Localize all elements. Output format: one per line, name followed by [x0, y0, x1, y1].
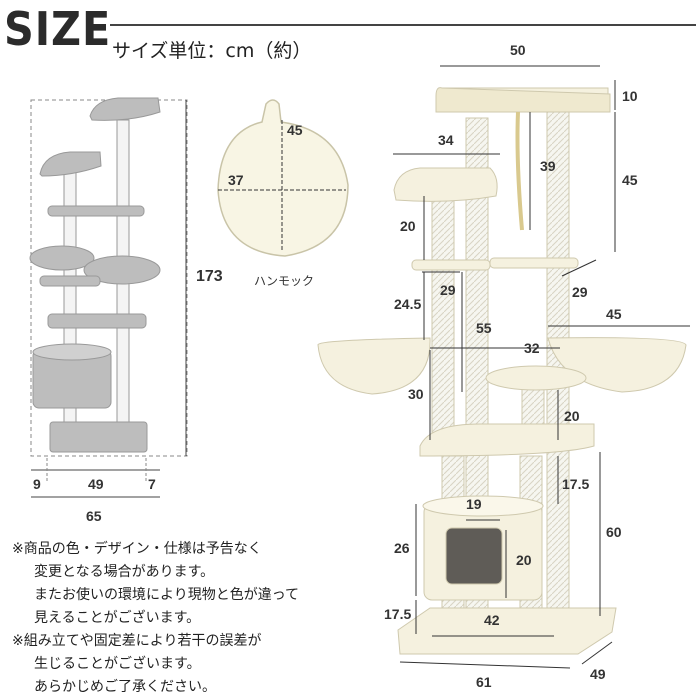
dim-post-24-5: 24.5 [394, 296, 422, 312]
unit-caption: サイズ単位：cm（約） [112, 40, 312, 62]
left-seg-right-label: 7 [148, 476, 156, 492]
dim-base-42: 42 [484, 612, 500, 628]
hammock-depth-label: 45 [287, 122, 303, 138]
note-line: ※商品の色・デザイン・仕様は予告なく [12, 541, 262, 557]
dim-top-width: 50 [510, 42, 526, 58]
dim-post-20a: 20 [400, 218, 416, 234]
dim-house-20: 20 [516, 552, 532, 568]
left-height-label: 173 [196, 268, 223, 285]
dimension-lines [393, 65, 690, 669]
dim-hammock-45: 45 [606, 306, 622, 322]
dim-base-49: 49 [590, 666, 606, 682]
left-seg-left-label: 9 [33, 476, 41, 492]
dim-top-height: 10 [622, 88, 638, 104]
note-line: 見えることがございます。 [34, 610, 201, 626]
page-title: SIZE [4, 2, 112, 56]
dim-post-55: 55 [476, 320, 492, 336]
dim-post-17-5a: 17.5 [562, 476, 590, 492]
dim-post-39: 39 [540, 158, 556, 174]
left-total-width-label: 65 [86, 508, 102, 524]
note-line: 生じることがございます。 [34, 656, 201, 672]
hammock-caption: ハンモック [254, 274, 315, 288]
hammock-width-label: 37 [228, 172, 244, 188]
dim-perch-29b: 29 [572, 284, 588, 300]
dim-perch-width: 34 [438, 132, 454, 148]
dim-post-20b: 20 [564, 408, 580, 424]
beige-cat-tree [317, 87, 687, 655]
dim-house-19: 19 [466, 496, 482, 512]
note-line: 変更となる場合があります。 [34, 564, 215, 580]
left-seg-mid-label: 49 [88, 476, 104, 492]
dim-height-60: 60 [606, 524, 622, 540]
hammock-drawing [217, 99, 349, 257]
dim-perch-29a: 29 [440, 282, 456, 298]
header-rule [110, 24, 696, 26]
dim-upper-height: 45 [622, 172, 638, 188]
note-line: またお使いの環境により現物と色が違って [34, 587, 300, 603]
note-line: ※組み立てや固定差により若干の誤差が [12, 633, 262, 649]
dim-post-30: 30 [408, 386, 424, 402]
note-line: あらかじめご了承ください。 [34, 679, 216, 695]
dim-platform-32: 32 [524, 340, 540, 356]
disclaimer-notes: ※商品の色・デザイン・仕様は予告なく 変更となる場合があります。 またお使いの環… [12, 538, 299, 699]
gray-cat-tree [29, 97, 188, 498]
dim-house-26: 26 [394, 540, 410, 556]
dim-post-17-5b: 17.5 [384, 606, 412, 622]
dim-base-61: 61 [476, 674, 492, 690]
